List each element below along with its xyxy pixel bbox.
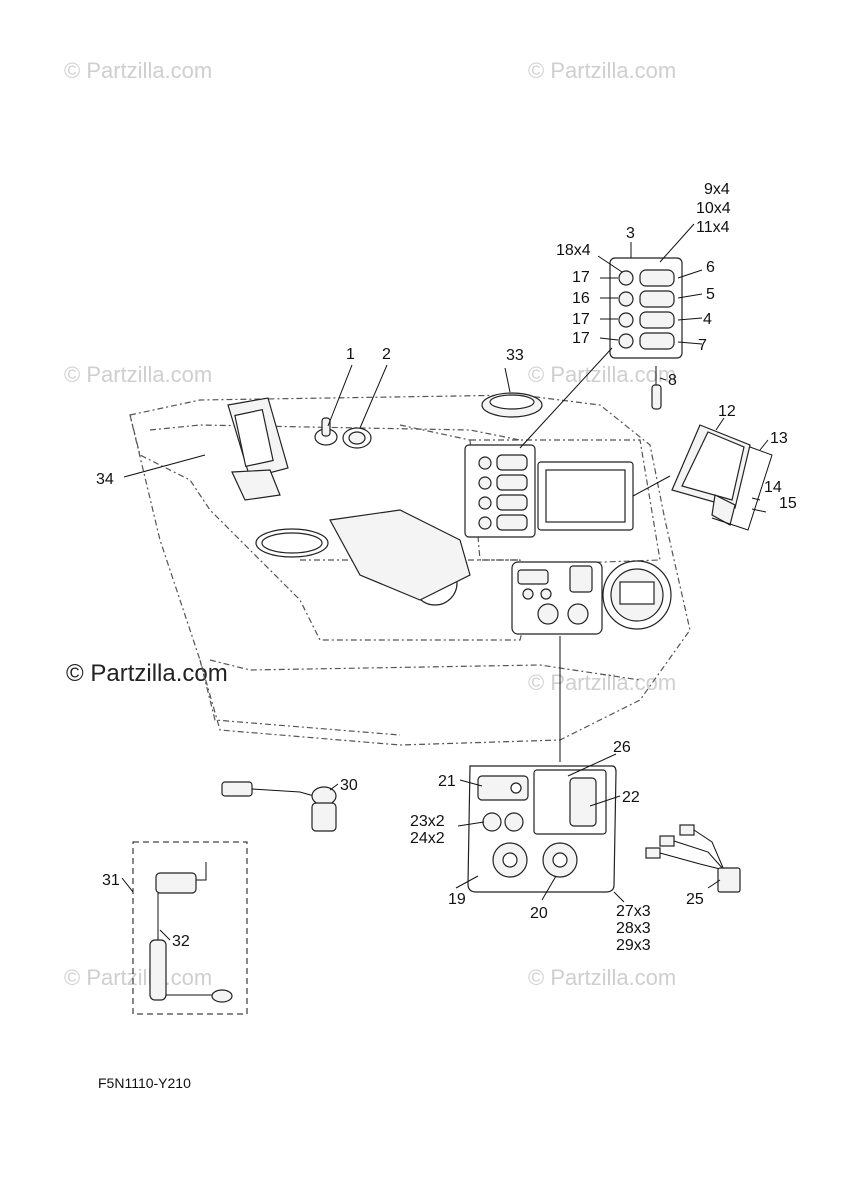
callout-19: 19 (448, 891, 466, 908)
callout-31: 31 (102, 872, 120, 889)
leader-lines (121, 223, 769, 941)
callout-29x3: 29x3 (616, 937, 651, 954)
toggle-switch-part-1 (314, 417, 338, 446)
callout-27x3: 27x3 (616, 903, 651, 920)
callout-18x4: 18x4 (556, 242, 591, 259)
washer-part-14 (751, 497, 761, 501)
callout-34: 34 (96, 471, 114, 488)
control-panel-exploded (467, 765, 617, 893)
callout-10x4: 10x4 (696, 200, 731, 217)
callout-14: 14 (764, 479, 782, 496)
callout-1: 1 (346, 346, 355, 363)
callout-25: 25 (686, 891, 704, 908)
callout-3: 3 (626, 225, 635, 242)
screw-part-15 (751, 508, 767, 513)
callout-labels: 1 2 3 4 5 6 7 8 9x4 10x4 11x4 12 13 14 1… (96, 181, 797, 954)
callout-13: 13 (770, 430, 788, 447)
callout-24x2: 24x2 (410, 830, 445, 847)
watermark: © Partzilla.com (528, 362, 677, 387)
cover-part-33 (481, 392, 543, 418)
callout-6: 6 (706, 259, 715, 276)
meter-part-12 (671, 424, 751, 526)
watermark: © Partzilla.com (528, 965, 677, 990)
callout-4: 4 (703, 311, 712, 328)
bracket-part-13 (711, 446, 773, 531)
phone-holder-part-34 (227, 397, 289, 501)
dash-gauge-lcd (619, 581, 655, 605)
lanyard-switch-part-31 (155, 862, 207, 940)
callout-17b: 17 (572, 311, 590, 328)
lanyard-box (132, 841, 248, 1015)
dash-display-screen (545, 469, 626, 523)
bulb-part-8 (651, 366, 662, 410)
key-switch-part-30 (221, 781, 337, 832)
diagram-code: F5N1110-Y210 (98, 1075, 191, 1091)
callout-7: 7 (698, 337, 707, 354)
dash-control-panel (511, 561, 603, 635)
callout-16: 16 (572, 290, 590, 307)
callout-9x4: 9x4 (704, 181, 730, 198)
watermark: © Partzilla.com (64, 965, 213, 990)
watermark: © Partzilla.com (528, 58, 677, 83)
cup-holder-inner (261, 532, 323, 554)
callout-26: 26 (613, 739, 631, 756)
steering-column-cover (329, 509, 471, 601)
callout-17c: 17 (572, 330, 590, 347)
callout-12: 12 (718, 403, 736, 420)
callout-2: 2 (382, 346, 391, 363)
lanyard-cord-part-32 (149, 939, 233, 1003)
callout-23x2: 23x2 (410, 813, 445, 830)
callout-28x3: 28x3 (616, 920, 651, 937)
callout-5: 5 (706, 286, 715, 303)
power-socket-part-2 (342, 427, 372, 449)
wire-harness-part-25 (645, 824, 741, 893)
switch-panel-part-3 (609, 257, 683, 359)
callout-21: 21 (438, 773, 456, 790)
callout-22: 22 (622, 789, 640, 806)
callout-8: 8 (668, 372, 677, 389)
callout-17a: 17 (572, 269, 590, 286)
dash-switch-panel (464, 444, 536, 538)
callout-30: 30 (340, 777, 358, 794)
watermark: © Partzilla.com (64, 58, 213, 83)
callout-33: 33 (506, 347, 524, 364)
callout-20: 20 (530, 905, 548, 922)
callout-32: 32 (172, 933, 190, 950)
callout-11x4: 11x4 (696, 219, 730, 236)
watermark: © Partzilla.com (64, 362, 213, 387)
callout-15: 15 (779, 495, 797, 512)
